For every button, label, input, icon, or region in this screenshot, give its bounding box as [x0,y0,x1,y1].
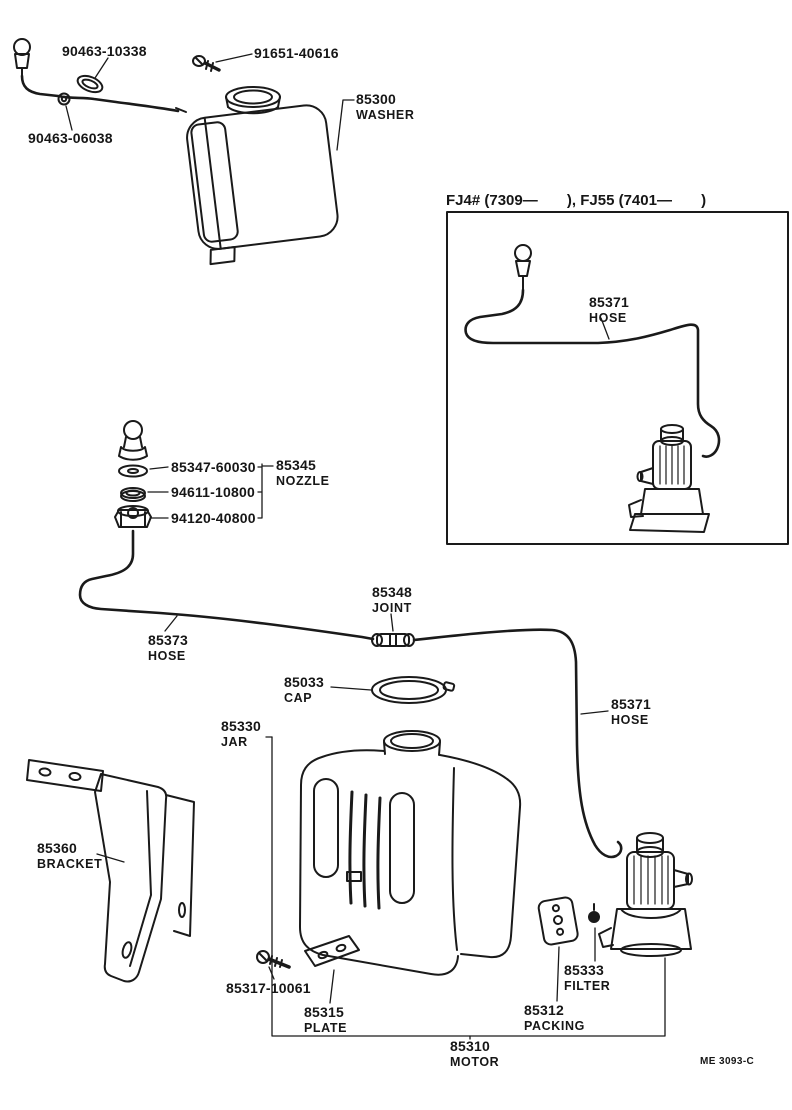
cap-drawing [371,676,456,704]
part-name: CAP [284,691,313,705]
part-number: 85347-60030 [171,459,256,475]
part-number: 90463-10338 [62,43,147,59]
packing-drawing [537,896,579,946]
part-number: 94120-40800 [171,510,256,526]
part-name: BRACKET [37,857,103,871]
part-name: WASHER [356,108,415,122]
part-name: PLATE [304,1021,348,1035]
part-label-motor: 85310 MOTOR [450,1039,499,1069]
part-name: NOZZLE [276,474,330,488]
part-label-jar: 85330 JAR [221,719,261,749]
washer-tank-drawing [175,86,339,266]
bottom-screw-drawing [256,950,291,969]
part-number: 85033 [284,674,324,690]
motor-drawing [598,832,693,957]
part-label-plate: 85315 PLATE [304,1005,347,1035]
part-label-nozzle-sub: 85347-60030 [171,460,256,474]
part-name: FILTER [564,979,611,993]
part-number: 85371 [589,294,629,310]
part-label-hose-rear: 85371 HOSE [611,697,651,727]
part-name: JAR [221,735,248,749]
part-number: 85300 [356,91,396,107]
jar-drawing [299,730,522,976]
bracket-drawing [26,759,195,983]
part-number: 85315 [304,1004,344,1020]
part-number: 85317-10061 [226,980,311,996]
joint-drawing [371,633,415,647]
inset-title: FJ4# (7309— ), FJ55 (7401— ) [446,192,707,209]
part-number: 85310 [450,1038,490,1054]
part-label-nozzle-assembly: 85345 NOZZLE [276,458,330,488]
rear-hose-drawing [412,628,623,859]
part-number: 85371 [611,696,651,712]
part-number: 85360 [37,840,77,856]
part-label-bracket: 85360 BRACKET [37,841,102,871]
inset-hose-drawing [464,288,721,458]
part-label-screw-top: 91651-40616 [254,46,339,60]
footer-code: ME 3093-C [700,1056,755,1067]
part-label-packing: 85312 PACKING [524,1003,585,1033]
front-hose-drawing [78,529,375,641]
grommet-drawing [57,92,71,106]
part-name: PACKING [524,1019,585,1033]
part-label-grommet: 90463-06038 [28,131,113,145]
hose-clip-drawing [76,74,104,94]
inset-pump-drawing [628,424,710,533]
part-name: HOSE [611,713,649,727]
top-nozzle-drawing [13,38,31,77]
part-number: 94611-10800 [171,484,255,500]
plate-drawing [304,935,360,967]
part-number: 85312 [524,1002,564,1018]
part-number: 91651-40616 [254,45,339,61]
part-label-washer-assembly: 85300 WASHER [356,92,414,122]
top-screw-drawing [192,55,221,72]
part-label-filter: 85333 FILTER [564,963,610,993]
inset-box [446,211,789,545]
part-name: HOSE [148,649,186,663]
part-label-cap: 85033 CAP [284,675,324,705]
part-label-hose-front: 85373 HOSE [148,633,188,663]
part-number: 85348 [372,584,412,600]
part-number: 85333 [564,962,604,978]
part-label-clip: 90463-10338 [62,44,147,58]
part-number: 90463-06038 [28,130,113,146]
filter-drawing [588,903,600,923]
nozzle-stack-drawing [114,420,152,528]
part-label-hose-inset: 85371 HOSE [589,295,629,325]
part-name: JOINT [372,601,412,615]
part-label-nut: 94120-40800 [171,511,256,525]
part-name: MOTOR [450,1055,500,1069]
leader-lines [65,53,666,1040]
part-number: 85330 [221,718,261,734]
part-label-joint: 85348 JOINT [372,585,412,615]
part-number: 85373 [148,632,188,648]
part-label-seal-washer: 94611-10800 [171,485,255,499]
inset-nozzle-drawing [514,244,532,291]
part-name: HOSE [589,311,627,325]
top-hose-drawing [20,74,180,113]
part-number: 85345 [276,457,316,473]
part-label-screw-bottom: 85317-10061 [226,981,311,995]
